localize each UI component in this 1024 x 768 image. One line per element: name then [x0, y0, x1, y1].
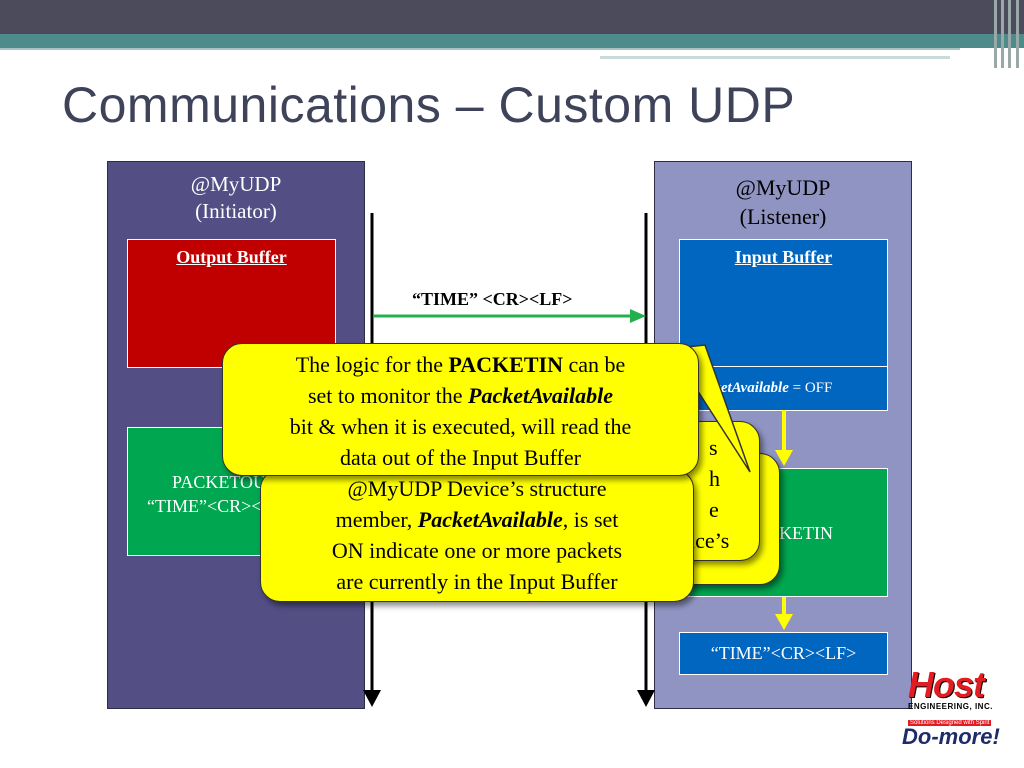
listener-output-value: “TIME”<CR><LF> [710, 643, 857, 663]
callout-front-line3: bit & when it is executed, will read the [289, 414, 632, 439]
callout-front-emphasis: PacketAvailable [468, 383, 614, 408]
header-bar-teal [0, 34, 1024, 48]
header-vertical-bar [994, 0, 997, 68]
listener-header: @MyUDP (Listener) [655, 162, 911, 231]
logo-sub: ENGINEERING, INC. [908, 702, 993, 711]
logo-brand: Host [908, 664, 985, 705]
slide-title: Communications – Custom UDP [62, 77, 796, 133]
header-bar-dark [0, 0, 1024, 34]
listener-output-box: “TIME”<CR><LF> [679, 632, 888, 675]
callout-back-fragment: e [709, 497, 719, 522]
callout-front-text: The logic for the [295, 352, 449, 377]
callout-packetin-logic: The logic for the PACKETIN can be set to… [222, 343, 699, 476]
input-buffer-divider [680, 366, 887, 367]
callout-middle-text: , is set [562, 507, 619, 532]
packet-available-state: = OFF [792, 380, 833, 396]
callout-front-bold: PACKETIN [448, 352, 563, 377]
input-buffer-title: Input Buffer [734, 247, 833, 267]
callout-middle-text: member, [335, 507, 418, 532]
output-buffer-title: Output Buffer [176, 247, 287, 267]
callout-middle-line1: @MyUDP Device’s structure [347, 476, 607, 501]
callout-packet-available: @MyUDP Device’s structure member, Packet… [260, 469, 694, 602]
packetout-value: “TIME”<CR><LF> [147, 496, 293, 516]
initiator-device-label: @MyUDP [190, 172, 282, 196]
initiator-role-label: (Initiator) [195, 199, 277, 223]
callout-front-line1: The logic for the PACKETIN can be [223, 349, 698, 380]
callout-middle-line4: are currently in the Input Buffer [336, 569, 618, 594]
logo-tagline: Solutions Designed with Spirit [908, 720, 992, 726]
callout-back-fragment: ice’s [689, 528, 730, 553]
listener-role-label: (Listener) [739, 204, 827, 229]
packetout-label: PACKETOUT [172, 472, 278, 492]
header-rule-accent [600, 56, 950, 59]
header-vertical-bar [1016, 0, 1019, 68]
listener-device-label: @MyUDP [735, 175, 831, 200]
callout-back-fragment: h [709, 466, 720, 491]
callout-front-text: can be [562, 352, 626, 377]
callout-front-line4: data out of the Input Buffer [340, 445, 581, 470]
callout-front-text: set to monitor the [307, 383, 469, 408]
yellow-arrow-2-head [775, 614, 793, 630]
host-engineering-logo: Host ENGINEERING, INC. Solutions Designe… [908, 664, 1012, 726]
header-vertical-bar [1008, 0, 1011, 68]
listener-timeline-arrowhead [637, 690, 655, 707]
callout-back-fragment: s [709, 435, 718, 460]
callout-middle-emphasis: PacketAvailable [417, 507, 563, 532]
header-rule [0, 48, 960, 50]
yellow-arrow-1-head [775, 450, 793, 466]
initiator-timeline-arrowhead [363, 690, 381, 707]
message-label: “TIME” <CR><LF> [412, 289, 573, 309]
header-vertical-bar [1001, 0, 1004, 68]
callout-middle-line2: member, PacketAvailable, is set [261, 504, 693, 535]
message-arrowhead [630, 309, 646, 323]
initiator-header: @MyUDP (Initiator) [108, 162, 364, 225]
callout-middle-line3: ON indicate one or more packets [331, 538, 623, 563]
domore-logo: Do-more! [902, 724, 1000, 749]
callout-front-line2: set to monitor the PacketAvailable [223, 380, 698, 411]
